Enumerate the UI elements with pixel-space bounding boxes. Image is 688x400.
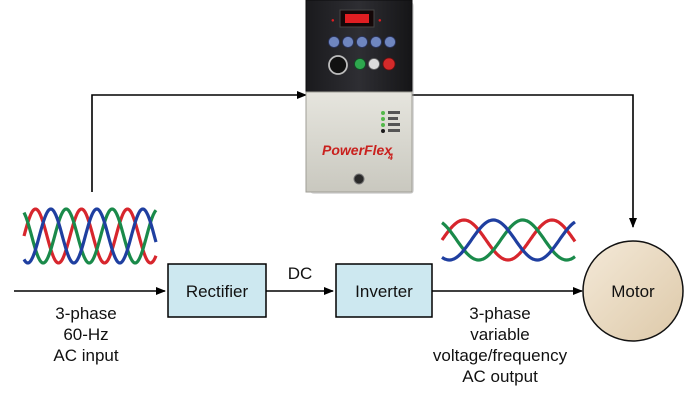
feed-line-to-drive bbox=[92, 95, 306, 192]
svg-text:●: ● bbox=[378, 18, 382, 24]
aux-button-icon bbox=[369, 59, 380, 70]
arrow-left-icon bbox=[329, 37, 340, 48]
svg-text:●: ● bbox=[331, 18, 335, 24]
stop-button-icon bbox=[383, 58, 395, 70]
rectifier-block: Rectifier bbox=[168, 264, 266, 317]
input-caption-line1: 3-phase bbox=[55, 304, 116, 323]
enter-icon bbox=[385, 37, 396, 48]
arrow-down-icon bbox=[357, 37, 368, 48]
svg-text:PowerFlex: PowerFlex bbox=[322, 142, 393, 158]
start-button-icon bbox=[355, 59, 366, 70]
drive-to-motor-line bbox=[412, 95, 633, 227]
inverter-label: Inverter bbox=[355, 282, 413, 301]
output-caption-line4: AC output bbox=[462, 367, 538, 386]
conduit-hole-icon bbox=[354, 174, 364, 184]
rectifier-label: Rectifier bbox=[186, 282, 249, 301]
dc-label: DC bbox=[288, 264, 313, 283]
arrow-up-icon bbox=[343, 37, 354, 48]
powerflex-drive: ● ● PowerFlex 4 bbox=[306, 0, 414, 194]
output-waveform bbox=[442, 220, 575, 260]
phase-c-wave bbox=[24, 209, 156, 263]
motor: Motor bbox=[583, 241, 683, 341]
input-caption: 3-phase 60-Hz AC input bbox=[53, 304, 118, 365]
inverter-block: Inverter bbox=[336, 264, 432, 317]
output-caption-line1: 3-phase bbox=[469, 304, 530, 323]
motor-label: Motor bbox=[611, 282, 655, 301]
potentiometer-knob-icon bbox=[329, 56, 347, 74]
output-caption: 3-phase variable voltage/frequency AC ou… bbox=[433, 304, 568, 386]
output-caption-line3: voltage/frequency bbox=[433, 346, 568, 365]
input-waveform bbox=[24, 209, 156, 263]
input-caption-line2: 60-Hz bbox=[63, 325, 108, 344]
output-caption-line2: variable bbox=[470, 325, 530, 344]
svg-text:4: 4 bbox=[387, 152, 393, 162]
input-caption-line3: AC input bbox=[53, 346, 118, 365]
arrow-right-icon bbox=[371, 37, 382, 48]
